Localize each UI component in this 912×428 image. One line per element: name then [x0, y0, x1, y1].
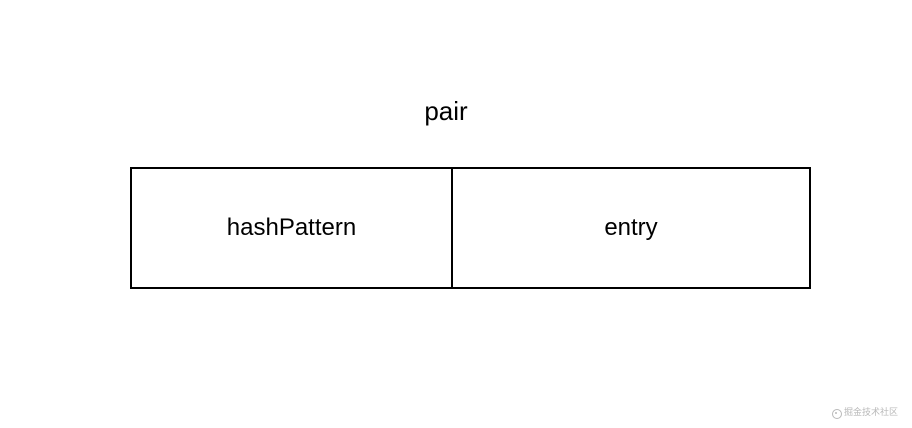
page-title: pair — [424, 96, 468, 126]
struct-cell-label: entry — [604, 214, 658, 241]
juejin-logo-icon — [831, 408, 842, 419]
watermark: 掘金技术社区 — [831, 408, 898, 419]
watermark-text: 掘金技术社区 — [843, 408, 898, 418]
struct-cell-label: hashPattern — [226, 214, 357, 241]
struct-cell-entry: entry — [453, 169, 809, 287]
struct-box: hashPattern entry — [130, 167, 811, 289]
struct-cell-hashpattern: hashPattern — [132, 169, 453, 287]
